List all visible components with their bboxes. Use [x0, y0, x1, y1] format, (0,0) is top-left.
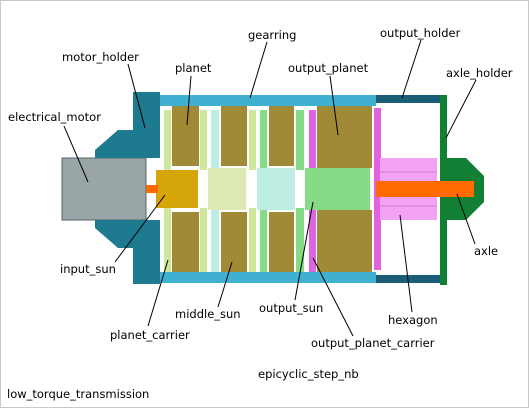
leader-motor-holder	[127, 63, 146, 129]
input-sun	[156, 170, 198, 208]
caption-low-torque-transmission: low_torque_transmission	[7, 387, 149, 401]
axle	[376, 181, 474, 197]
planet-carrier-2b-bottom	[249, 208, 256, 272]
label-output-holder: output_holder	[380, 26, 461, 40]
output-sun	[305, 168, 370, 210]
leader-hexagon	[399, 214, 413, 313]
leader-input-sun	[114, 194, 166, 263]
leader-output-planet-carrier	[312, 257, 354, 337]
caption-epicyclic-step-nb: epicyclic_step_nb	[258, 367, 359, 381]
label-gearring: gearring	[248, 28, 296, 42]
leader-output-sun	[294, 201, 314, 301]
planet-3-bottom	[269, 212, 294, 272]
planet-carrier-1b-top	[200, 110, 207, 170]
label-planet-carrier: planet_carrier	[110, 328, 190, 342]
planet-carrier-1a-top	[164, 110, 171, 170]
output-planet-carrier-a-bottom	[309, 208, 316, 272]
label-electrical-motor: electrical_motor	[8, 110, 101, 124]
leader-output-planet	[329, 75, 339, 136]
gearring-top	[160, 95, 376, 106]
motor-shaft	[146, 185, 158, 193]
planet-carrier-2a-bottom	[211, 208, 219, 272]
label-output-planet-carrier: output_planet_carrier	[311, 336, 435, 350]
electrical-motor-body	[61, 157, 147, 221]
planet-3-top	[269, 106, 294, 166]
label-axle-holder: axle_holder	[446, 66, 513, 80]
label-output-sun: output_sun	[259, 301, 323, 315]
label-planet: planet	[175, 61, 212, 75]
planet-1-bottom	[172, 212, 199, 272]
leader-output-holder	[401, 39, 422, 99]
leader-planet	[186, 75, 192, 126]
planet-carrier-1b-bottom	[200, 208, 207, 272]
planet-carrier-2b-top	[249, 110, 256, 170]
planet-2-bottom	[221, 212, 247, 272]
leader-axle	[456, 193, 476, 245]
gearring-bottom	[160, 272, 376, 283]
planet-carrier-3b-top	[296, 110, 304, 170]
output-planet-top	[317, 106, 372, 168]
motor-holder-top	[95, 92, 160, 158]
planet-carrier-1a-bottom	[164, 208, 171, 272]
label-input-sun: input_sun	[60, 262, 116, 276]
label-axle: axle	[474, 244, 498, 258]
planet-2-top	[221, 106, 247, 166]
planet-carrier-3b-bottom	[296, 208, 304, 272]
planet-carrier-3a-bottom	[260, 208, 267, 272]
label-output-planet: output_planet	[288, 61, 369, 75]
label-motor-holder: motor_holder	[62, 50, 139, 64]
middle-sun	[208, 168, 246, 210]
output-planet-carrier-a-top	[309, 110, 316, 170]
leader-planet-carrier	[147, 259, 169, 327]
planet-1-top	[172, 106, 199, 166]
motor-holder-bottom	[95, 220, 160, 284]
leader-lines	[63, 39, 477, 337]
leader-axle-holder	[445, 79, 477, 139]
leader-electrical-motor	[63, 125, 89, 183]
label-middle-sun: middle_sun	[175, 307, 241, 321]
label-hexagon: hexagon	[388, 313, 438, 327]
leader-gearring	[249, 41, 268, 99]
planet-carrier-2a-top	[211, 110, 219, 170]
output-holder-top	[376, 95, 440, 103]
cyan-sun	[257, 168, 295, 210]
planet-carrier-3a-top	[260, 110, 267, 170]
output-planet-bottom	[317, 210, 372, 272]
leader-middle-sun	[217, 261, 233, 308]
